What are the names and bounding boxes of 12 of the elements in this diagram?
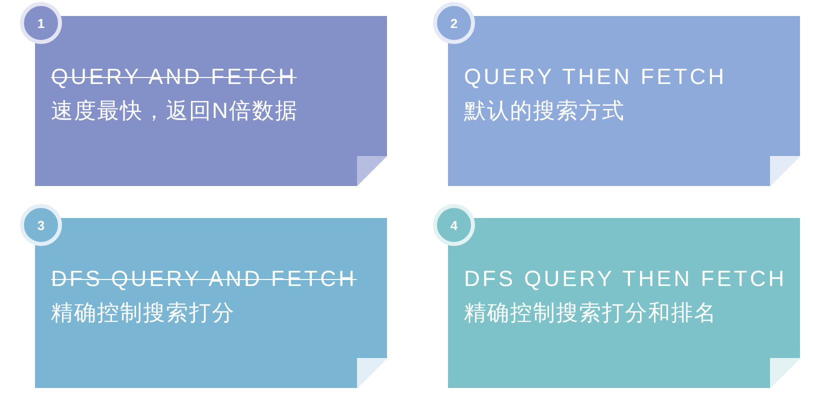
number-badge: 3	[20, 204, 62, 246]
mode-description: 精确控制搜索打分和排名	[464, 299, 717, 327]
mode-description: 速度最快，返回N倍数据	[51, 97, 298, 125]
mode-description: 默认的搜索方式	[464, 97, 625, 125]
mode-title: QUERY THEN FETCH	[464, 64, 726, 90]
mode-title: DFS QUERY THEN FETCH	[464, 266, 787, 292]
number-badge: 2	[433, 2, 475, 44]
mode-title: DFS QUERY AND FETCH	[51, 266, 357, 292]
number-badge: 4	[433, 204, 475, 246]
mode-title: QUERY AND FETCH	[51, 64, 297, 90]
number-badge: 1	[20, 2, 62, 44]
mode-description: 精确控制搜索打分	[51, 299, 235, 327]
